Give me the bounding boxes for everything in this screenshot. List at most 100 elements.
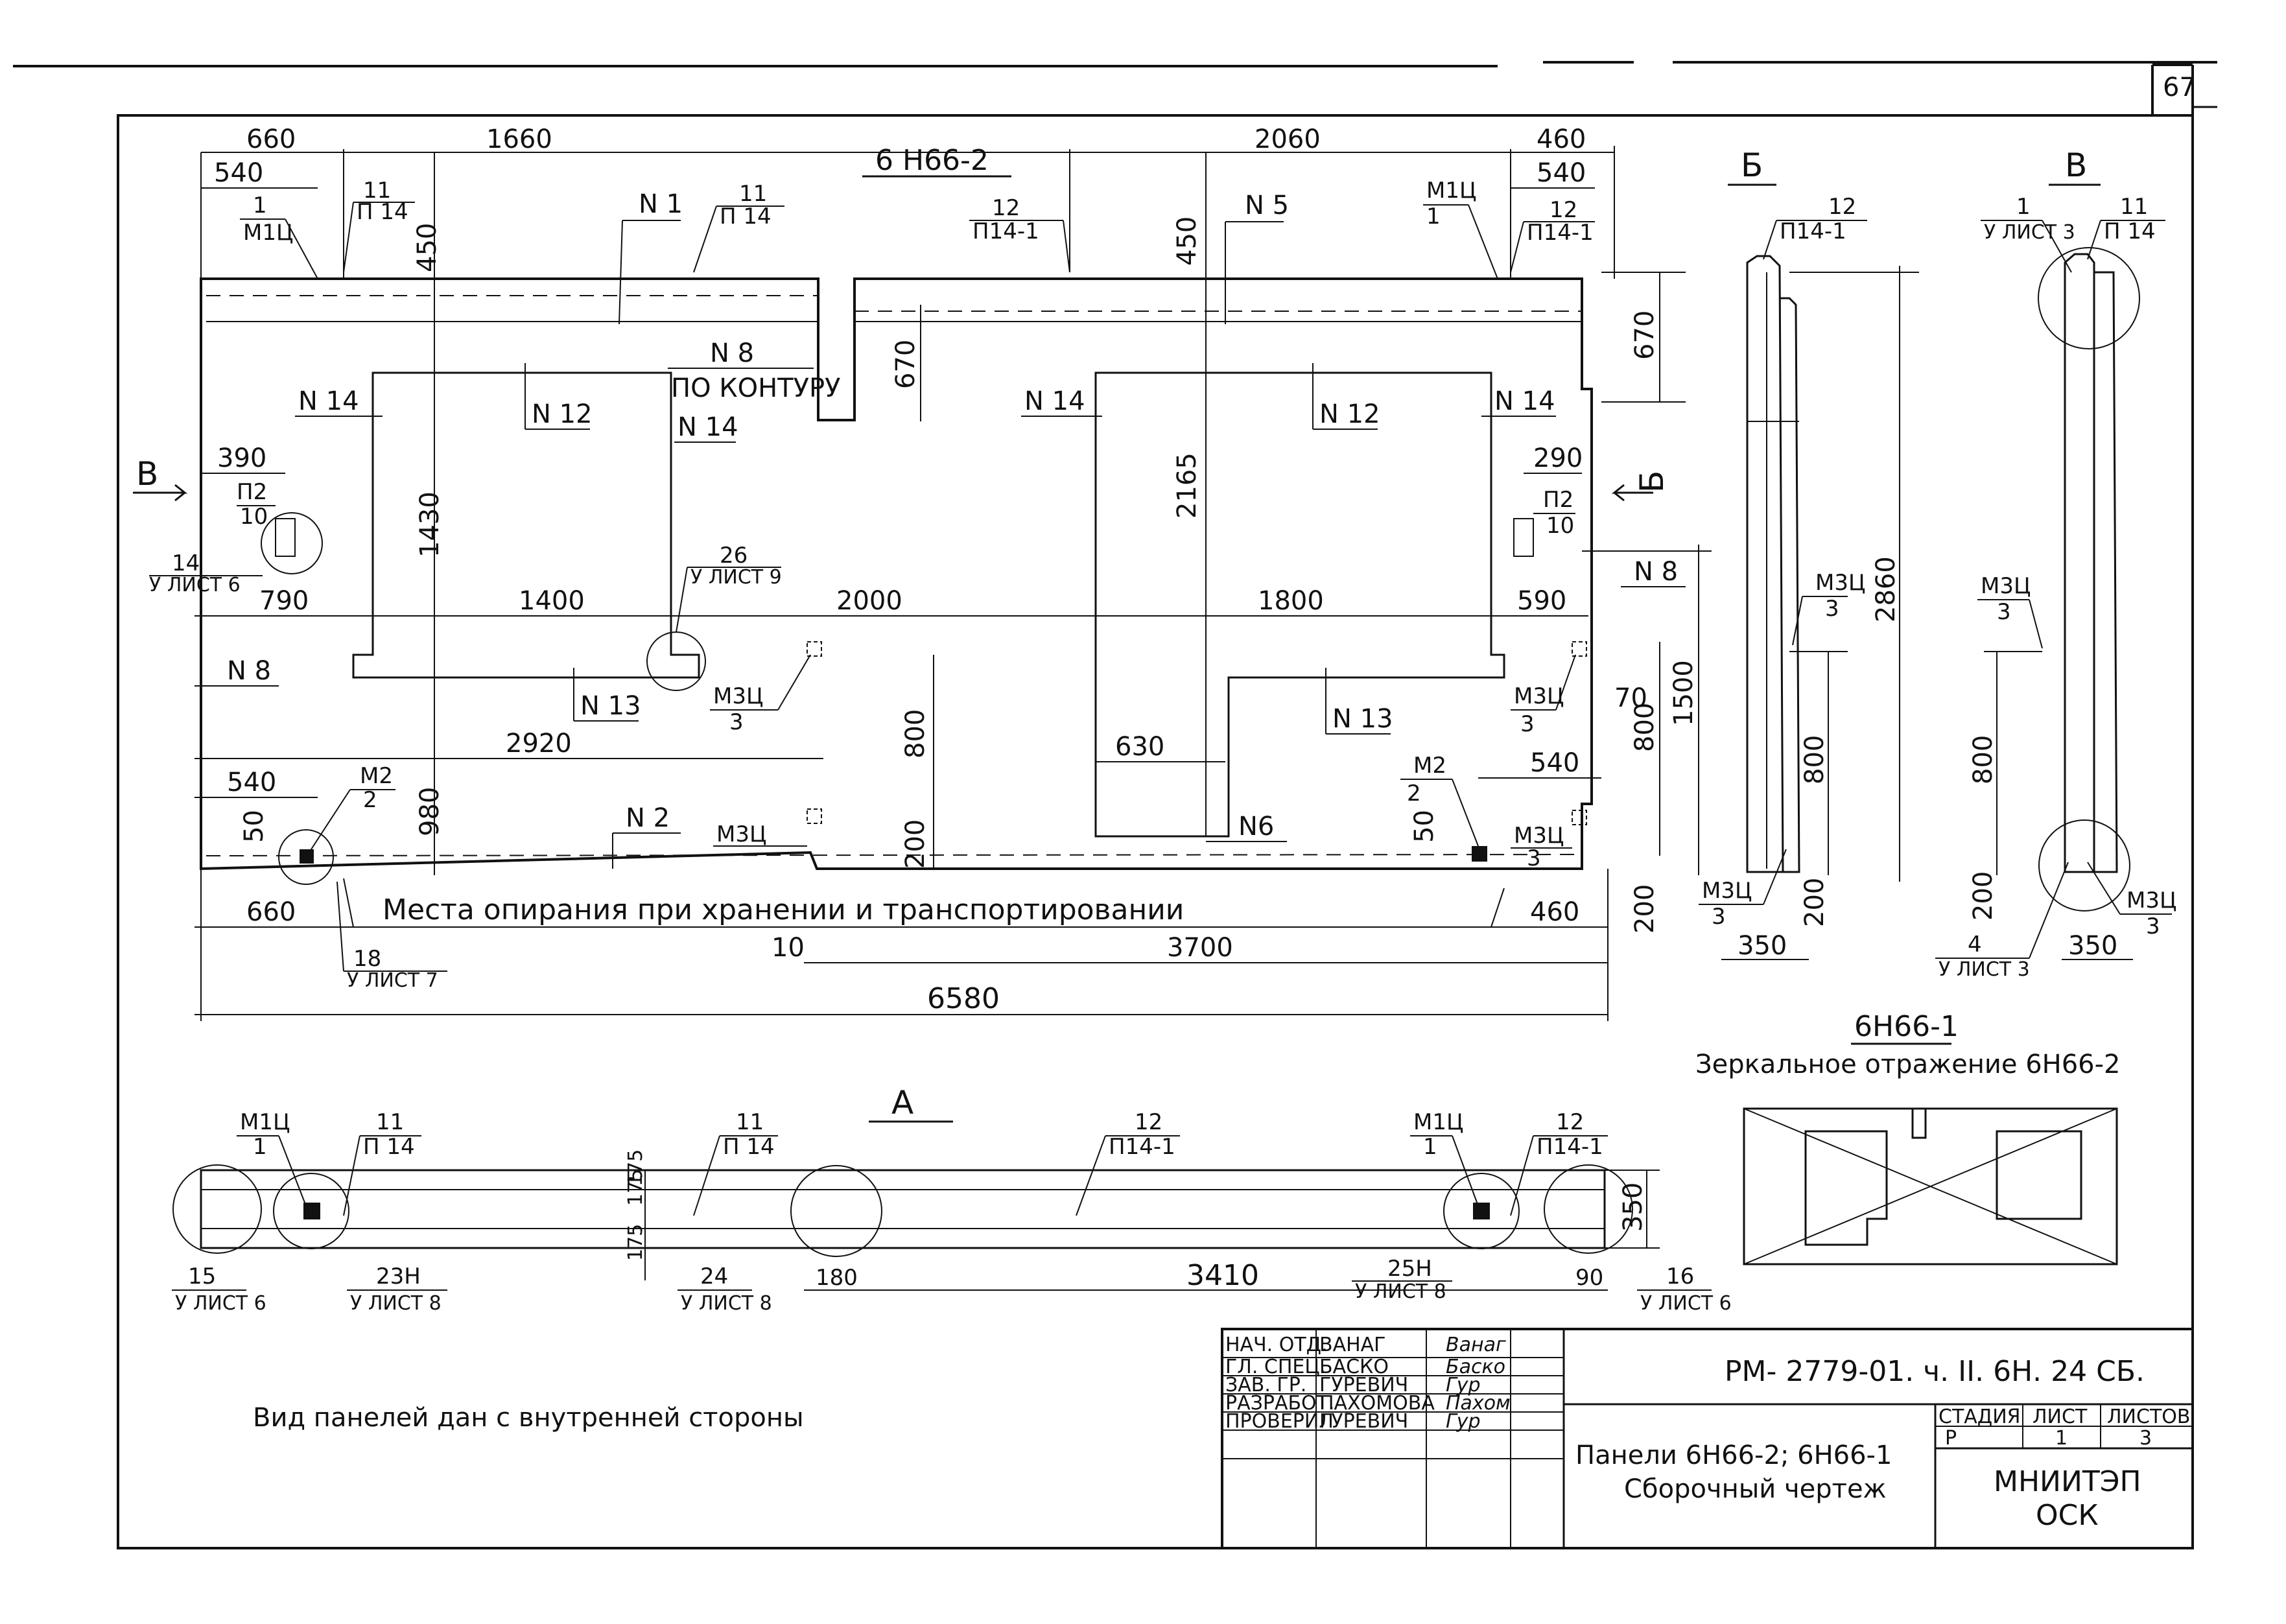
p14-12a-label: П14-1 — [972, 218, 1039, 244]
tb-name-line2: Сборочный чертеж — [1624, 1474, 1887, 1504]
tb-stage-header: СТАДИЯ — [1938, 1406, 2021, 1428]
view-arrow-v-icon — [133, 484, 188, 502]
m2-left-num: 2 — [363, 787, 377, 813]
tb-name-4: ГУРЕВИЧ — [1319, 1410, 1408, 1433]
view-b-title: Б — [1741, 147, 1763, 184]
view-a-r25-num: 25Н — [1387, 1256, 1432, 1282]
dim-980: 980 — [415, 787, 445, 836]
dim-660-bottom: 660 — [246, 897, 296, 927]
view-a-dim-175c: 175 — [624, 1224, 647, 1261]
p14-12b-label: П14-1 — [1527, 220, 1594, 246]
m3c-1-num: 3 — [729, 709, 744, 735]
view-v-p14-label: П 14 — [2104, 218, 2156, 244]
view-a-m1c-r-num: 1 — [1423, 1134, 1437, 1160]
dim-2920: 2920 — [506, 729, 572, 759]
view-a-dim-3410: 3410 — [1186, 1259, 1259, 1292]
view-v-m3c-num: 3 — [1997, 599, 2011, 625]
m1c-right-label: М1Ц — [1426, 178, 1476, 204]
view-a-p11b-label: П 14 — [723, 1134, 775, 1160]
m2-right-num: 2 — [1407, 781, 1421, 806]
label-n14-1: N 14 — [298, 386, 359, 416]
label-n14-3: N 14 — [1024, 386, 1085, 416]
window-opening-left — [352, 371, 700, 679]
tb-sheets-header: ЛИСТОВ — [2107, 1406, 2190, 1428]
dim-200-right: 200 — [1630, 884, 1660, 934]
dim-800-right: 800 — [1630, 703, 1660, 752]
dim-540-top-right: 540 — [1537, 158, 1586, 188]
p2-right-num: 10 — [1546, 513, 1574, 539]
dim-590: 590 — [1517, 586, 1566, 616]
m3c-1-label: М3Ц — [713, 683, 763, 709]
mirror-caption: Зеркальное отражение 6Н66-2 — [1695, 1050, 2121, 1079]
view-b-dim-2860: 2860 — [1871, 556, 1901, 622]
ref-26: 26 — [720, 543, 748, 569]
view-arrow-b-label: Б — [1633, 471, 1671, 493]
dim-6580: 6580 — [927, 982, 1000, 1015]
dim-790: 790 — [259, 586, 309, 616]
view-v-ref-sheet: У ЛИСТ 3 — [1984, 221, 2075, 244]
tb-stage: Р — [1945, 1427, 1957, 1450]
view-a-p12b-label: П14-1 — [1537, 1134, 1603, 1160]
m1c-left-label: М1Ц — [243, 220, 293, 246]
tb-sign-4: Гур — [1446, 1410, 1481, 1433]
p14-11a-label: П 14 — [357, 199, 408, 225]
ref-26-sheet: У ЛИСТ 9 — [690, 566, 782, 589]
detail-circle-26 — [646, 631, 706, 691]
dim-10: 10 — [772, 933, 805, 963]
view-a-p12a-label: П14-1 — [1109, 1134, 1175, 1160]
tb-role-1: ГЛ. СПЕЦ. — [1225, 1356, 1326, 1378]
m2-plate-right-icon — [1472, 846, 1487, 862]
dim-460-top: 460 — [1537, 124, 1586, 154]
tb-sign-0: Ванаг — [1446, 1334, 1506, 1356]
tb-org2: ОСК — [2036, 1499, 2099, 1532]
view-a-m1c-l-num: 1 — [253, 1134, 267, 1160]
tb-sheets: 3 — [2139, 1427, 2152, 1450]
panel-outline — [200, 277, 1593, 871]
tb-name-0: ВАНАГ — [1319, 1334, 1385, 1356]
p2-plate-right-icon — [1513, 518, 1534, 557]
tb-sign-1: Баско — [1446, 1356, 1505, 1378]
view-a-detail-circle-15 — [172, 1164, 262, 1254]
main-view-title: 6 Н66-2 — [875, 144, 989, 177]
view-v-title: В — [2065, 147, 2087, 184]
view-a-r16-num: 16 — [1666, 1264, 1694, 1289]
p14-12a-num: 12 — [992, 195, 1020, 221]
tb-role-2: ЗАВ. ГР. — [1225, 1374, 1306, 1396]
dim-2165: 2165 — [1172, 453, 1202, 519]
m1c-left-num: 1 — [253, 193, 267, 218]
tb-role-4: ПРОВЕРИЛ — [1225, 1410, 1334, 1433]
view-arrow-v-label: В — [136, 455, 158, 493]
tb-name-2: ГУРЕВИЧ — [1319, 1374, 1408, 1396]
ref-18: 18 — [353, 946, 381, 972]
view-a-m1c-r-label: М1Ц — [1413, 1109, 1463, 1135]
dim-2000: 2000 — [836, 586, 902, 616]
tb-role-3: РАЗРАБОТ. — [1225, 1392, 1335, 1415]
view-b-p14-num: 12 — [1828, 194, 1856, 220]
m2-plate-left-icon — [300, 849, 314, 864]
p14-11b-label: П 14 — [720, 204, 772, 229]
view-a: А М1Ц 1 11 П 14 11 П 14 12 П14-1 М1Ц 1 1… — [172, 1084, 1732, 1315]
label-n6: N6 — [1238, 812, 1274, 841]
m3c-3-num: 3 — [1520, 711, 1535, 737]
m3c-4-num: 3 — [1527, 845, 1541, 871]
view-b-p14-label: П14-1 — [1780, 218, 1846, 244]
view-b-m3c-num: 3 — [1825, 596, 1839, 622]
dim-450-right: 450 — [1172, 217, 1202, 266]
sheet-frame: 67 — [13, 61, 2217, 1549]
view-arrow-b-icon — [1611, 484, 1653, 502]
view-a-r16-sheet: У ЛИСТ 6 — [1640, 1292, 1732, 1315]
view-a-r23-sheet: У ЛИСТ 8 — [350, 1292, 442, 1315]
window-opening-right — [1094, 371, 1505, 838]
m3c-3-label: М3Ц — [1514, 683, 1564, 709]
view-a-detail-circle-16 — [1544, 1164, 1633, 1254]
support-note: Места опирания при хранении и транспорти… — [383, 893, 1184, 926]
dim-460-bottom: 460 — [1530, 897, 1579, 927]
tb-name-3: ПАХОМОВА — [1319, 1392, 1435, 1415]
p2-left-label: П2 — [237, 479, 267, 505]
dim-1400: 1400 — [519, 586, 585, 616]
label-n13-1: N 13 — [580, 691, 641, 721]
label-n8-top: N 8 — [710, 338, 754, 368]
tb-org1: МНИИТЭП — [1994, 1465, 2141, 1498]
dim-670-right: 670 — [1630, 311, 1660, 360]
dim-1660: 1660 — [486, 124, 552, 154]
